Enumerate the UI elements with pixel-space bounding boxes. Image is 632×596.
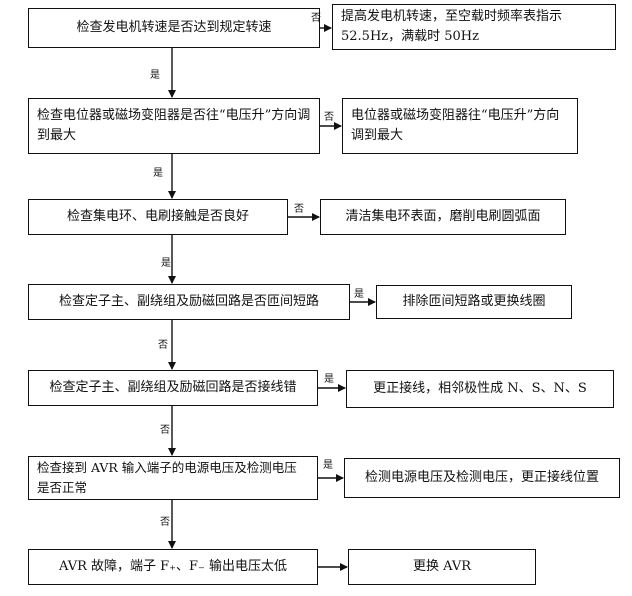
branch-label-6: 是	[323, 460, 333, 471]
check-box-7: AVR 故障，端子 F₊、F₋ 输出电压太低	[28, 549, 318, 585]
down-label-2: 是	[153, 168, 163, 179]
check-box-6: 检查接到 AVR 输入端子的电源电压及检测电压是否正常	[28, 456, 318, 500]
check-box-1: 检查发电机转速是否达到规定转速	[28, 8, 320, 48]
action-box-3: 清洁集电环表面，磨削电刷圆弧面	[320, 199, 566, 235]
action-box-5: 更正接线，相邻极性成 N、S、N、S	[346, 370, 614, 408]
down-label-3: 是	[161, 258, 171, 269]
down-label-4: 否	[158, 340, 168, 351]
action-box-1: 提高发电机转速，至空载时频率表指示 52.5Hz，满载时 50Hz	[332, 4, 616, 50]
down-label-1: 是	[150, 70, 160, 81]
branch-label-5: 是	[324, 374, 334, 385]
branch-label-2: 否	[324, 112, 334, 123]
check-box-4: 检查定子主、副绕组及励磁回路是否匝间短路	[28, 284, 350, 320]
action-box-7: 更换 AVR	[348, 549, 536, 585]
down-label-6: 否	[160, 517, 170, 528]
action-box-6: 检测电源电压及检测电压，更正接线位置	[344, 458, 620, 498]
branch-label-4: 是	[354, 289, 364, 300]
check-box-2: 检查电位器或磁场变阻器是否往“电压升”方向调到最大	[28, 98, 320, 154]
check-box-5: 检查定子主、副绕组及励磁回路是否接线错	[28, 370, 318, 406]
branch-label-3: 否	[294, 204, 304, 215]
check-box-3: 检查集电环、电刷接触是否良好	[28, 199, 288, 235]
branch-label-1: 否	[311, 13, 321, 24]
down-label-5: 否	[160, 425, 170, 436]
action-box-2: 电位器或磁场变阻器往“电压升”方向调到最大	[342, 98, 578, 154]
action-box-4: 排除匝间短路或更换线圈	[376, 285, 572, 319]
